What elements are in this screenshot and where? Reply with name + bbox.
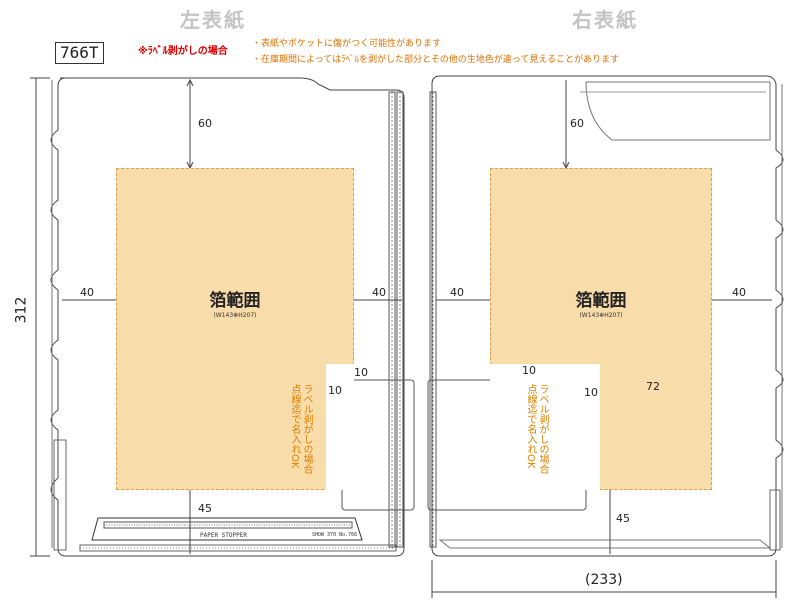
right-dim-label-width: 72: [646, 380, 660, 393]
left-label-note: ラベル剥がしの場合 点線迄で名入れOK: [288, 384, 312, 484]
right-label-note: ラベル剥がしの場合 点線迄で名入れOK: [524, 384, 548, 484]
right-dim-right: 40: [732, 286, 746, 299]
left-label-cutout: [326, 364, 354, 490]
right-dim-bottom: 45: [616, 512, 630, 525]
right-label-cutout: [490, 364, 600, 490]
model-number: 766T: [55, 42, 104, 64]
right-area-title: 箔範囲: [575, 291, 627, 311]
left-dim-label-top: 10: [354, 366, 368, 379]
left-label-note-line-1: ラベル剥がしの場合: [301, 384, 312, 474]
paper-stopper-small-text: SHOW 370 No.766: [312, 532, 358, 538]
notes-title: ※ﾗﾍﾞﾙ剥がしの場合: [138, 46, 228, 57]
left-dim-left: 40: [80, 286, 94, 299]
left-dim-bottom: 45: [198, 502, 212, 515]
left-dim-label-gap: 10: [328, 384, 342, 397]
right-dim-left: 40: [450, 286, 464, 299]
note-line-2: ・在庫期間によってはﾗﾍﾞﾙを剥がした部分とその他の生地色が違って見えることがあ…: [252, 55, 620, 65]
right-cover-heading: 右表紙: [572, 8, 638, 32]
left-area-title: 箔範囲: [209, 291, 261, 311]
left-dim-right: 40: [372, 286, 386, 299]
right-label-note-line-1: ラベル剥がしの場合: [537, 384, 548, 474]
left-label-note-line-2: 点線迄で名入れOK: [289, 384, 300, 469]
left-dim-top: 60: [198, 117, 212, 130]
left-foil-print-area: [116, 168, 354, 490]
height-dimension: 312: [13, 296, 30, 324]
left-area-size: (W143✻H207): [213, 312, 257, 319]
right-dim-label-top: 10: [522, 364, 536, 377]
paper-stopper-text: PAPER STOPPER: [200, 532, 247, 539]
right-dim-top: 60: [570, 117, 584, 130]
right-label-note-line-2: 点線迄で名入れOK: [525, 384, 536, 469]
right-area-size: (W143✻H207): [579, 312, 623, 319]
left-cover-heading: 左表紙: [180, 8, 246, 32]
right-dim-label-gap: 10: [584, 386, 598, 399]
width-dimension: (233): [585, 572, 623, 588]
note-line-1: ・表紙やポケットに傷がつく可能性があります: [252, 39, 442, 49]
